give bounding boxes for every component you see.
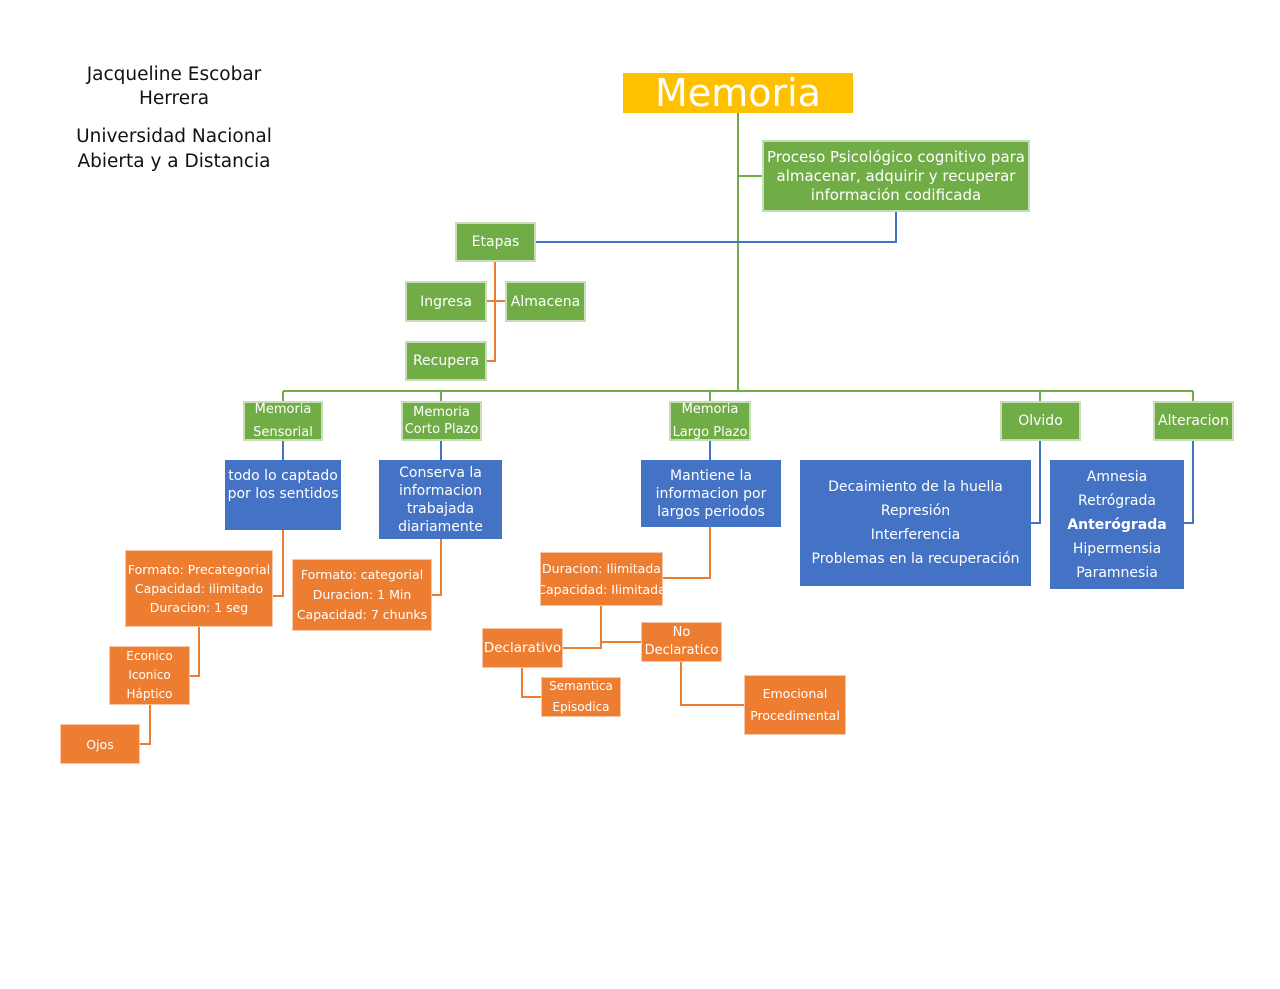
node-text: Anterógrada	[1067, 516, 1167, 533]
node-text: todo lo captado	[228, 468, 338, 484]
node-text: Problemas en la recuperación	[811, 551, 1020, 567]
largo-props-connector	[663, 527, 711, 579]
node-text: Capacidad: Ilimitada	[540, 582, 663, 597]
node-text: Formato: categorial	[300, 567, 424, 582]
node-text: Represión	[880, 503, 951, 519]
node-text: Declaratico	[644, 643, 719, 658]
corto-props-connector	[432, 539, 442, 596]
etapas-node: Etapas	[455, 222, 536, 262]
node-text: Interferencia	[870, 527, 961, 543]
title-text: Memoria	[655, 73, 821, 113]
no-declarativo-types-node: Emocional Procedimental	[744, 675, 846, 735]
node-text: Alteracion	[1158, 413, 1229, 429]
sensorial-props-connector	[273, 530, 284, 597]
node-text: Procedimental	[750, 708, 840, 723]
node-text: Memoria	[254, 402, 312, 417]
sensorial-types-connector	[190, 627, 200, 677]
node-text: largos periodos	[657, 503, 765, 520]
node-text: Capacidad: ilimitado	[134, 581, 264, 596]
declarativo-types-connector	[521, 668, 541, 698]
corto-plazo-node: Memoria Corto Plazo	[401, 401, 482, 441]
node-text: Iconico	[128, 668, 171, 682]
university-line: Universidad Nacional	[76, 126, 272, 147]
node-text: Emocional	[762, 686, 828, 701]
no-declarativo-types-connector	[680, 662, 744, 706]
ingresa-node: Ingresa	[405, 281, 487, 322]
alteracion-node: Alteracion	[1153, 401, 1234, 441]
almacena-node: Almacena	[505, 281, 586, 322]
node-text: Proceso Psicológico cognitivo para	[766, 147, 1025, 166]
university-line: Abierta y a Distancia	[77, 151, 271, 172]
olvido-desc-connector	[1030, 440, 1041, 524]
sensorial-desc-node: todo lo captado por los sentidos	[225, 460, 341, 530]
node-text: Capacidad: 7 chunks	[296, 607, 428, 622]
node-text: información codificada	[810, 185, 982, 204]
olvido-node: Olvido	[1000, 401, 1081, 441]
university-name: Universidad Nacional Abierta y a Distanc…	[60, 124, 288, 174]
sensorial-node: Memoria Sensorial	[243, 401, 323, 441]
largo-desc-node: Mantiene la informacion por largos perio…	[641, 460, 781, 527]
declarativo-node: Declarativo	[482, 628, 563, 668]
node-text: Declarativo	[483, 640, 562, 656]
author-name: Jacqueline Escobar Herrera	[60, 63, 288, 111]
node-text: por los sentidos	[227, 486, 339, 502]
node-text: Duracion: Ilimitada	[542, 561, 661, 576]
sensorial-types-node: Econico Iconico Háptico	[109, 646, 190, 705]
largo-props-node: Duracion: Ilimitada Capacidad: Ilimitada	[540, 552, 663, 606]
node-text: Hipermensia	[1072, 540, 1162, 557]
node-text: Semantica	[549, 679, 613, 693]
node-text: Etapas	[471, 234, 520, 250]
node-text: Largo Plazo	[672, 425, 748, 440]
node-text: Recupera	[412, 353, 480, 369]
node-text: Episodica	[552, 700, 610, 714]
corto-props-node: Formato: categorial Duracion: 1 Min Capa…	[292, 559, 432, 631]
node-text: Decaimiento de la huella	[828, 479, 1003, 495]
recupera-node: Recupera	[405, 341, 487, 381]
node-text: Paramnesia	[1076, 564, 1158, 581]
definition-node: Proceso Psicológico cognitivo para almac…	[762, 140, 1030, 212]
sensorial-props-node: Formato: Precategorial Capacidad: ilimit…	[125, 550, 273, 627]
node-text: Olvido	[1018, 413, 1063, 429]
node-text: Amnesia	[1086, 468, 1148, 485]
node-text: Duracion: 1 seg	[149, 600, 249, 615]
corto-desc-node: Conserva la informacion trabajada diaria…	[379, 460, 502, 539]
declarativo-types-node: Semantica Episodica	[541, 677, 621, 717]
node-text: Corto Plazo	[404, 422, 479, 437]
node-text: Econico	[126, 649, 173, 663]
node-text: informacion por	[655, 485, 767, 502]
author-name-line: Herrera	[138, 88, 210, 109]
node-text: Sensorial	[253, 425, 313, 440]
declarativo-connector	[563, 606, 602, 649]
node-text: almacenar, adquirir y recuperar	[776, 166, 1016, 185]
no-declarativo-node: No Declaratico	[641, 622, 722, 662]
node-text: Ingresa	[420, 293, 472, 310]
node-text: Retrógrada	[1078, 492, 1156, 509]
node-text: Formato: Precategorial	[127, 562, 271, 577]
etapas-stem	[487, 262, 496, 362]
olvido-desc-node: Decaimiento de la huella Represión Inter…	[800, 460, 1031, 586]
node-text: informacion	[398, 482, 482, 499]
etapas-connector	[536, 212, 897, 243]
ojos-node: Ojos	[60, 724, 140, 764]
node-text: Conserva la	[399, 464, 482, 481]
node-text: Ojos	[86, 736, 114, 752]
largo-plazo-node: Memoria Largo Plazo	[669, 401, 751, 441]
node-text: Mantiene la	[670, 467, 752, 484]
node-text: Almacena	[510, 293, 581, 310]
alteracion-desc-connector	[1184, 440, 1194, 524]
ojos-connector	[140, 705, 151, 745]
node-text: diariamente	[398, 518, 483, 535]
node-text: Memoria	[413, 405, 470, 420]
node-text: Háptico	[126, 687, 173, 701]
node-text: trabajada	[406, 500, 475, 517]
author-name-line: Jacqueline Escobar	[86, 64, 262, 85]
node-text: No	[672, 625, 691, 640]
node-text: Duracion: 1 Min	[312, 587, 412, 602]
title-node: Memoria	[623, 73, 853, 113]
alteracion-desc-node: Amnesia Retrógrada Anterógrada Hipermens…	[1050, 460, 1184, 589]
node-text: Memoria	[681, 402, 739, 417]
